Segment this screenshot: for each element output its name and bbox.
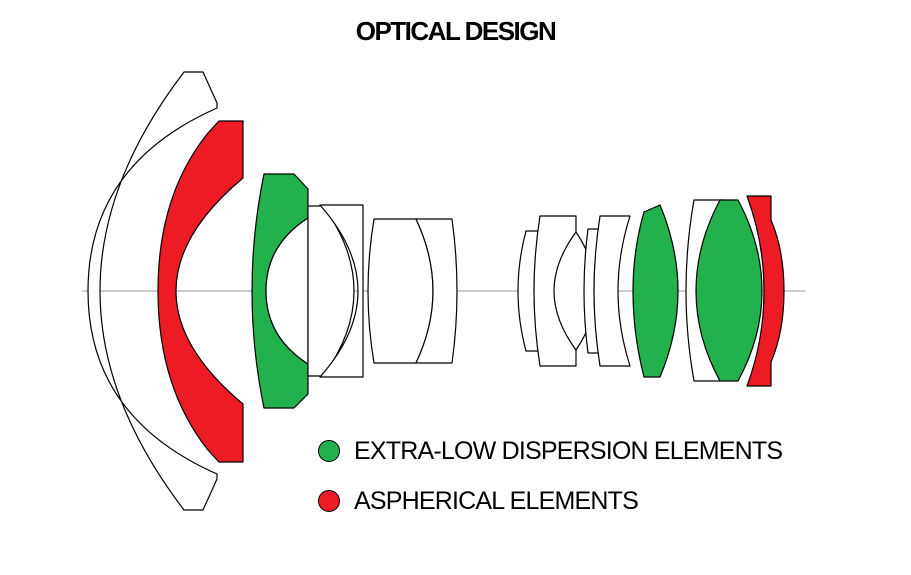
diagram-title: OPTICAL DESIGN xyxy=(355,16,557,46)
green-dot-icon xyxy=(318,440,340,462)
legend-label-ed: EXTRA-LOW DISPERSION ELEMENTS xyxy=(354,436,783,465)
lens-element-14-ed xyxy=(632,204,679,378)
legend: EXTRA-LOW DISPERSION ELEMENTS ASPHERICAL… xyxy=(318,432,783,532)
legend-item-aspherical: ASPHERICAL ELEMENTS xyxy=(318,482,782,520)
lens-element-8 xyxy=(415,218,458,364)
lens-element-13 xyxy=(593,215,631,367)
lens-element-17-aspherical xyxy=(746,195,785,387)
lens-element-7 xyxy=(367,218,434,364)
lens-element-1 xyxy=(87,71,218,511)
lens-element-2-aspherical xyxy=(157,120,244,463)
red-dot-icon xyxy=(318,490,340,512)
legend-item-ed: EXTRA-LOW DISPERSION ELEMENTS xyxy=(318,432,783,470)
lens-element-16-ed xyxy=(695,199,763,382)
legend-label-aspherical: ASPHERICAL ELEMENTS xyxy=(354,486,639,515)
lens-element-6 xyxy=(319,204,364,378)
lens-element-4 xyxy=(265,217,309,365)
